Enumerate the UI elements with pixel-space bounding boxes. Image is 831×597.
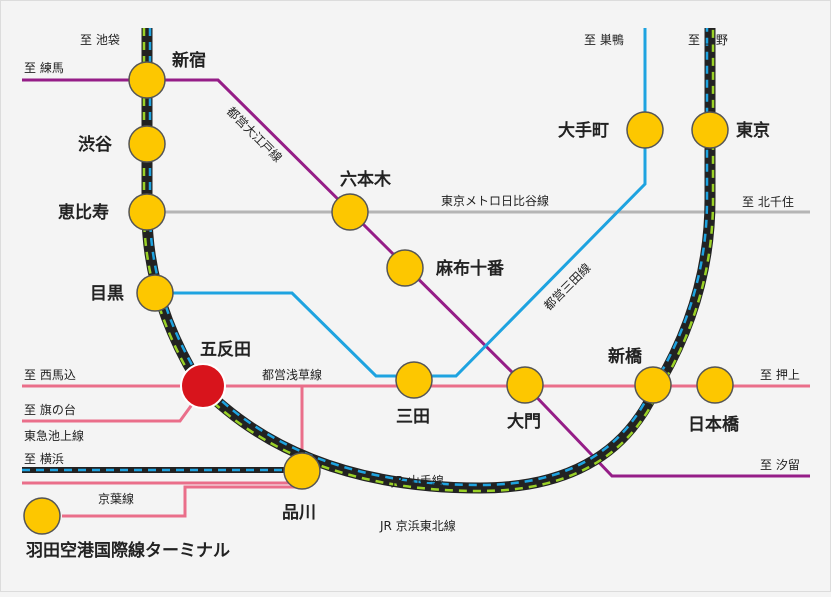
direction-yokohama: 至 横浜 xyxy=(24,452,64,466)
station-marker-shinjuku[interactable] xyxy=(128,61,166,99)
station-label-nihombashi: 日本橋 xyxy=(688,414,740,435)
station-marker-shinagawa[interactable] xyxy=(283,452,321,490)
direction-nishimagome: 至 西馬込 xyxy=(24,368,76,382)
direction-nerima: 至 練馬 xyxy=(24,61,64,75)
station-marker-roppongi[interactable] xyxy=(331,193,369,231)
stations xyxy=(23,61,734,535)
station-label-azabujuban: 麻布十番 xyxy=(435,258,505,279)
direction-sugamo: 至 巣鴨 xyxy=(584,33,624,47)
station-label-shimbashi: 新橋 xyxy=(608,346,643,367)
station-label-shinjuku: 新宿 xyxy=(172,50,206,71)
line-label-asakusa: 都営浅草線 xyxy=(262,367,322,382)
direction-oshiage: 至 押上 xyxy=(760,368,800,382)
keiyo-line xyxy=(62,485,300,518)
line-label-yamanote: JR 山手線 xyxy=(391,473,444,488)
station-marker-nihombashi[interactable] xyxy=(696,366,734,404)
direction-ueno: 至 上野 xyxy=(688,33,728,47)
line-label-ikegami: 東急池上線 xyxy=(24,428,84,443)
station-label-meguro: 目黒 xyxy=(90,284,124,304)
line-label-oedo: 都営大江戸線 xyxy=(224,104,286,166)
station-label-ebisu: 恵比寿 xyxy=(58,202,109,223)
station-marker-shibuya[interactable] xyxy=(128,125,166,163)
station-label-mita: 三田 xyxy=(396,407,430,427)
jr-loop-base xyxy=(141,28,716,494)
mita-line xyxy=(155,28,647,378)
station-marker-mita[interactable] xyxy=(395,361,433,399)
station-label-tokyo: 東京 xyxy=(736,120,770,141)
station-marker-tokyo[interactable] xyxy=(691,111,729,149)
station-label-otemachi: 大手町 xyxy=(558,120,609,141)
station-marker-haneda[interactable] xyxy=(23,497,61,535)
yamanote-dash-outer xyxy=(142,28,715,493)
station-label-shinagawa: 品川 xyxy=(282,503,316,523)
station-label-gotanda: 五反田 xyxy=(200,340,251,360)
station-marker-daimon[interactable] xyxy=(506,366,544,404)
direction-kitasenju: 至 北千住 xyxy=(742,195,794,209)
station-marker-otemachi[interactable] xyxy=(626,111,664,149)
keihin-dash-inner xyxy=(148,28,709,487)
station-marker-gotanda[interactable] xyxy=(180,363,226,409)
station-marker-meguro[interactable] xyxy=(136,274,174,312)
station-label-roppongi: 六本木 xyxy=(340,169,392,190)
direction-shiodome: 至 汐留 xyxy=(760,457,800,472)
direction-hatanodai: 至 旗の台 xyxy=(24,402,76,417)
line-label-hibiya: 東京メトロ日比谷線 xyxy=(441,193,549,208)
line-label-keihin: JR 京浜東北線 xyxy=(379,518,456,533)
station-label-haneda: 羽田空港国際線ターミナル xyxy=(26,540,230,561)
line-label-keiyo: 京葉線 xyxy=(98,491,134,506)
line-label-mita: 都営三田線 xyxy=(541,260,594,313)
station-marker-shimbashi[interactable] xyxy=(634,366,672,404)
direction-ikebukuro: 至 池袋 xyxy=(80,33,120,47)
station-label-daimon: 大門 xyxy=(507,411,541,432)
station-label-shibuya: 渋谷 xyxy=(78,134,113,155)
station-marker-azabujuban[interactable] xyxy=(386,249,424,287)
station-marker-ebisu[interactable] xyxy=(128,193,166,231)
